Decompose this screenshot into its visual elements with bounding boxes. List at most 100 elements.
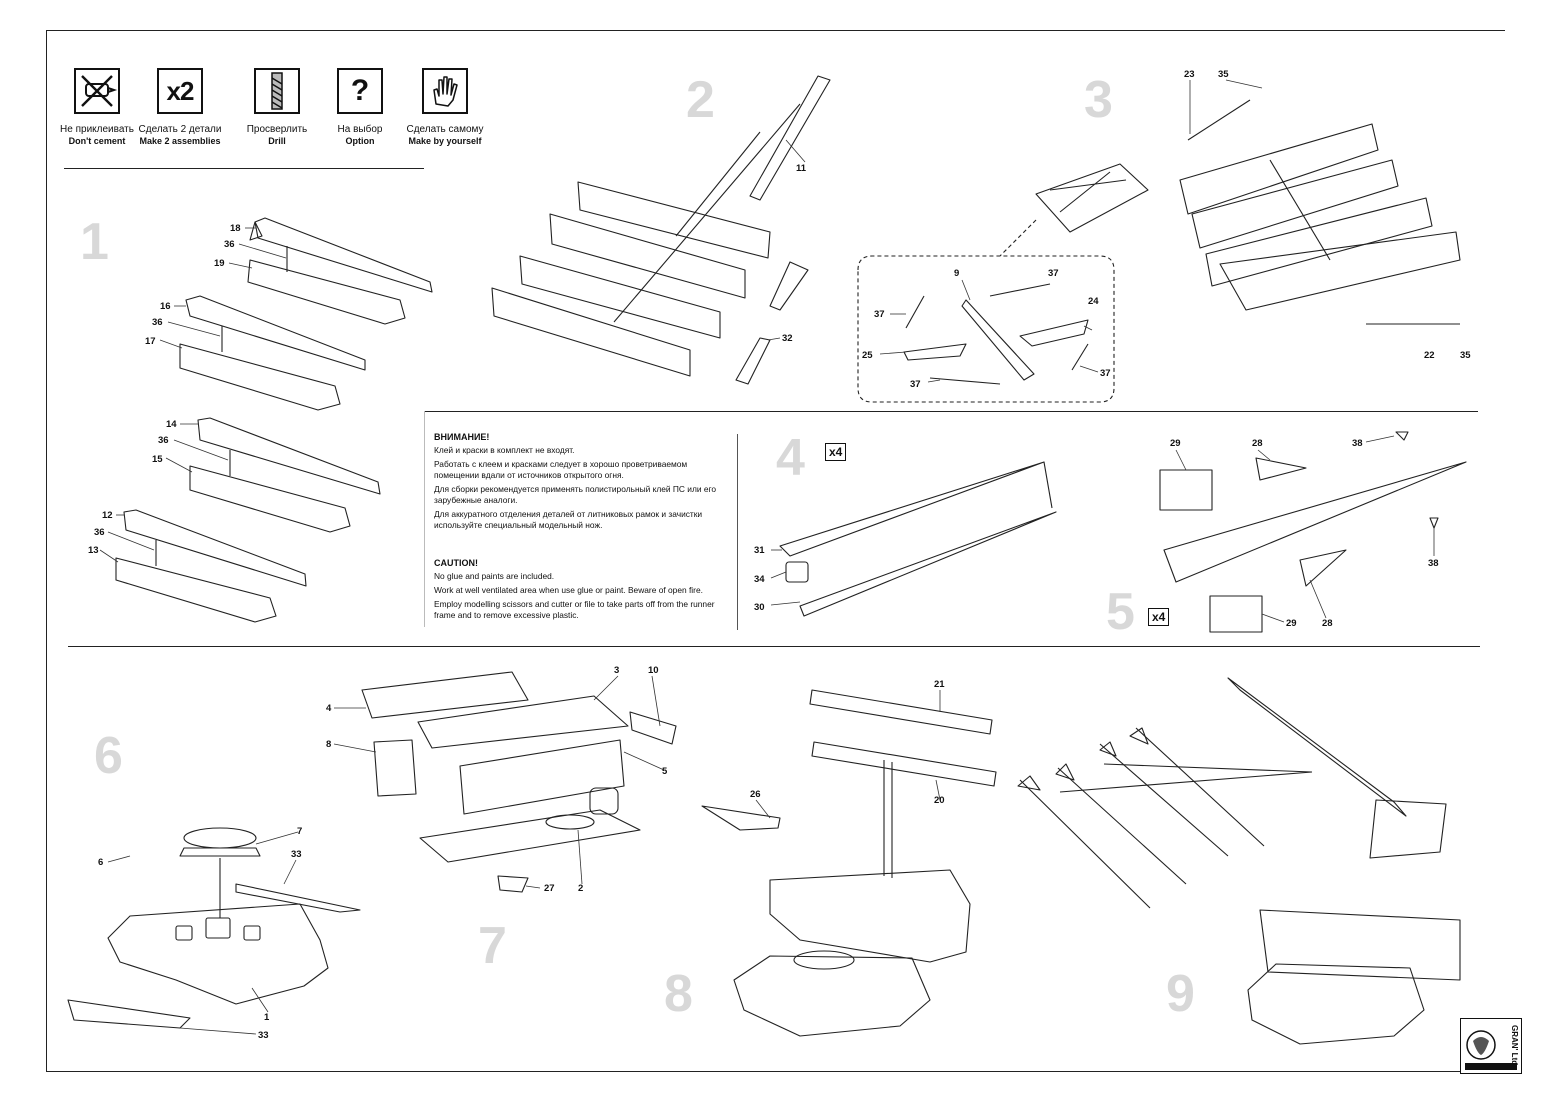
legend-divider bbox=[64, 168, 424, 169]
notes-en-line: No glue and paints are included. bbox=[434, 571, 555, 581]
drill-icon bbox=[254, 68, 300, 114]
part-label: 14 bbox=[166, 419, 177, 430]
part-label: 15 bbox=[152, 454, 163, 465]
step-number-7: 7 bbox=[478, 917, 507, 975]
step1-rail-pair-a bbox=[247, 217, 433, 325]
legend-ru-label: Сделать 2 детали bbox=[138, 124, 222, 135]
x4-badge-step4: x4 bbox=[825, 443, 847, 461]
step1-rail-pair-b bbox=[179, 295, 366, 411]
part-label: 35 bbox=[1218, 69, 1229, 80]
step3-detail-inset bbox=[857, 219, 1115, 403]
part-label: 8 bbox=[326, 739, 331, 750]
legend-drill: Просверлить Drill bbox=[232, 68, 322, 146]
step1-rail-pair-c bbox=[189, 417, 381, 533]
no-glue-icon bbox=[74, 68, 120, 114]
part-label: 9 bbox=[954, 268, 959, 279]
step5-missile bbox=[1159, 431, 1467, 633]
part-label: 7 bbox=[297, 826, 302, 837]
part-label: 32 bbox=[782, 333, 793, 344]
part-numbers: 18 36 19 16 36 17 14 36 15 12 36 13 11 3… bbox=[88, 69, 1471, 1041]
step-number-3: 3 bbox=[1084, 71, 1113, 129]
notes-ru-line: Для аккуратного отделения деталей от лит… bbox=[434, 509, 703, 530]
legend-make-yourself: Сделать самому Make by yourself bbox=[400, 68, 490, 146]
part-label: 6 bbox=[98, 857, 103, 868]
part-label: 29 bbox=[1286, 618, 1297, 629]
legend-dont-cement: Не приклеивать Don't cement bbox=[52, 68, 142, 146]
part-label: 25 bbox=[862, 350, 873, 361]
part-label: 5 bbox=[662, 766, 668, 777]
logo-text: GRAN' Ltd bbox=[1510, 1025, 1519, 1065]
x2-icon: x2 bbox=[157, 68, 203, 114]
part-label: 35 bbox=[1460, 350, 1471, 361]
part-label: 28 bbox=[1252, 438, 1263, 449]
step-number-5: 5 bbox=[1106, 583, 1135, 641]
part-label: 20 bbox=[934, 795, 945, 806]
step9-complete-launcher bbox=[1017, 677, 1461, 1045]
part-label: 13 bbox=[88, 545, 99, 556]
part-label: 21 bbox=[934, 679, 945, 690]
part-label: 37 bbox=[874, 309, 885, 320]
legend-en-label: Make by yourself bbox=[408, 136, 482, 146]
legend-en-label: Don't cement bbox=[68, 136, 126, 146]
legend-en-label: Option bbox=[345, 136, 375, 146]
step7-launcher-body bbox=[361, 671, 677, 893]
part-label: 27 bbox=[544, 883, 555, 894]
legend-ru-label: Не приклеивать bbox=[60, 124, 134, 135]
x4-badge-step5: x4 bbox=[1148, 608, 1170, 626]
part-label: 31 bbox=[754, 545, 765, 556]
instruction-sheet bbox=[46, 30, 1505, 1072]
divider-lower bbox=[68, 646, 1480, 648]
part-label: 2 bbox=[578, 883, 583, 894]
part-label: 18 bbox=[230, 223, 241, 234]
part-label: 36 bbox=[224, 239, 235, 250]
part-label: 36 bbox=[94, 527, 105, 538]
part-label: 26 bbox=[750, 789, 761, 800]
notes-right-edge bbox=[737, 434, 738, 630]
legend-en-label: Drill bbox=[268, 136, 286, 146]
step3-launcher-frame bbox=[1035, 99, 1461, 325]
notes-en-line: Employ modelling scissors and cutter or … bbox=[434, 599, 715, 620]
part-label: 34 bbox=[754, 574, 765, 585]
part-label: 38 bbox=[1428, 558, 1439, 569]
part-label: 24 bbox=[1088, 296, 1099, 307]
notes-ru-title: ВНИМАНИЕ! bbox=[434, 432, 490, 442]
part-label: 30 bbox=[754, 602, 765, 613]
part-label: 33 bbox=[291, 849, 302, 860]
step-number-4: 4 bbox=[776, 429, 805, 487]
step-number-6: 6 bbox=[94, 727, 123, 785]
legend-option: ? На выбор Option bbox=[315, 68, 405, 146]
part-label: 17 bbox=[145, 336, 156, 347]
hand-icon bbox=[422, 68, 468, 114]
part-label: 36 bbox=[158, 435, 169, 446]
part-label: 10 bbox=[648, 665, 659, 676]
legend-make-2: x2 Сделать 2 детали Make 2 assemblies bbox=[135, 68, 225, 146]
part-label: 11 bbox=[796, 163, 807, 174]
question-icon: ? bbox=[337, 68, 383, 114]
notes-ru-line: Для сборки рекомендуется применять полис… bbox=[434, 484, 717, 505]
legend-ru-label: Просверлить bbox=[246, 124, 308, 135]
step4-missile bbox=[779, 461, 1057, 617]
assembly-notes: ВНИМАНИЕ! Клей и краски в комплект не вх… bbox=[434, 432, 734, 624]
part-label: 38 bbox=[1352, 438, 1363, 449]
part-label: 37 bbox=[1100, 368, 1111, 379]
legend-ru-label: На выбор bbox=[337, 124, 383, 135]
part-label: 3 bbox=[614, 665, 619, 676]
notes-en-line: Work at well ventilated area when use gl… bbox=[434, 585, 703, 595]
legend-en-label: Make 2 assemblies bbox=[139, 136, 221, 146]
step2-rails bbox=[491, 75, 831, 385]
part-label: 19 bbox=[214, 258, 225, 269]
notes-left-edge bbox=[424, 411, 425, 627]
notes-ru-line: Работать с клеем и красками следует в хо… bbox=[434, 459, 688, 480]
step-number-9: 9 bbox=[1166, 965, 1195, 1023]
question-icon-text: ? bbox=[350, 74, 370, 107]
part-label: 4 bbox=[326, 703, 332, 714]
part-label: 23 bbox=[1184, 69, 1195, 80]
step6-base bbox=[67, 827, 361, 1029]
part-label: 29 bbox=[1170, 438, 1181, 449]
legend-ru-label: Сделать самому bbox=[406, 124, 484, 135]
step-number-8: 8 bbox=[664, 965, 693, 1023]
part-label: 22 bbox=[1424, 350, 1435, 361]
notes-ru-line: Клей и краски в комплект не входят. bbox=[434, 445, 575, 455]
part-label: 36 bbox=[152, 317, 163, 328]
notes-en-title: CAUTION! bbox=[434, 558, 478, 568]
